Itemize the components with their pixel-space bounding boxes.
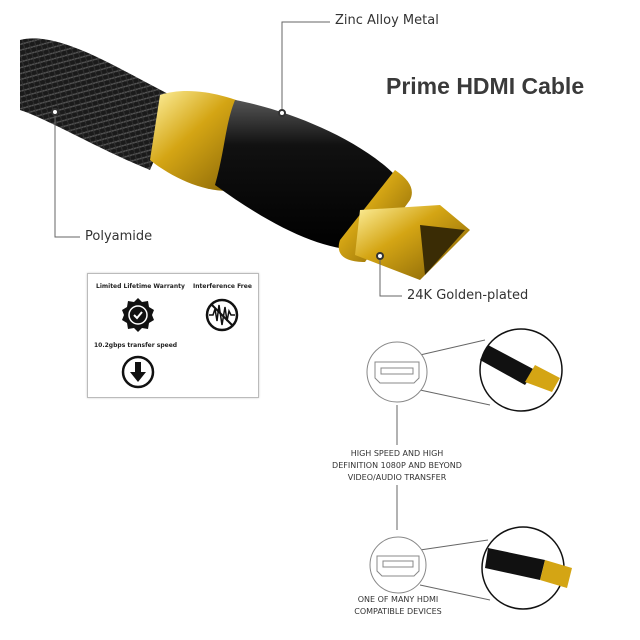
caption-line: ONE OF MANY HDMI	[357, 595, 439, 604]
feature-label: 10.2gbps transfer speed	[94, 342, 178, 349]
caption-line: DEFINITION 1080P AND BEYOND	[332, 461, 462, 470]
speed-caption: HIGH SPEED AND HIGH DEFINITION 1080P AND…	[297, 448, 497, 484]
devices-caption: ONE OF MANY HDMI COMPATIBLE DEVICES	[298, 594, 498, 618]
hdmi-plug	[355, 205, 470, 280]
page-title: Prime HDMI Cable	[386, 73, 585, 99]
caption-line: COMPATIBLE DEVICES	[354, 607, 442, 616]
caption-line: VIDEO/AUDIO TRANSFER	[347, 473, 447, 482]
features-box: Limited Lifetime Warranty Interference F…	[87, 273, 259, 398]
no-signal-noise-icon	[205, 298, 239, 332]
hdmi-plug-opening	[420, 225, 465, 275]
callout-gold: 24K Golden-plated	[407, 288, 529, 303]
connector-zoom-bottom	[481, 526, 572, 610]
caption-line: HIGH SPEED AND HIGH	[350, 449, 444, 458]
feature-label: Limited Lifetime Warranty	[96, 283, 185, 290]
callout-polyamide: Polyamide	[85, 229, 153, 244]
hdmi-port-icon	[366, 341, 428, 594]
connector-zoom-top	[479, 328, 563, 412]
connector-housing	[215, 100, 395, 250]
feature-label: Interference Free	[193, 283, 252, 290]
download-arrow-icon	[121, 355, 155, 389]
leader-dots	[51, 108, 384, 260]
badge-check-icon	[122, 298, 154, 332]
leader-lines	[54, 21, 491, 601]
callout-zinc: Zinc Alloy Metal	[335, 13, 439, 28]
braided-cable	[20, 38, 180, 171]
